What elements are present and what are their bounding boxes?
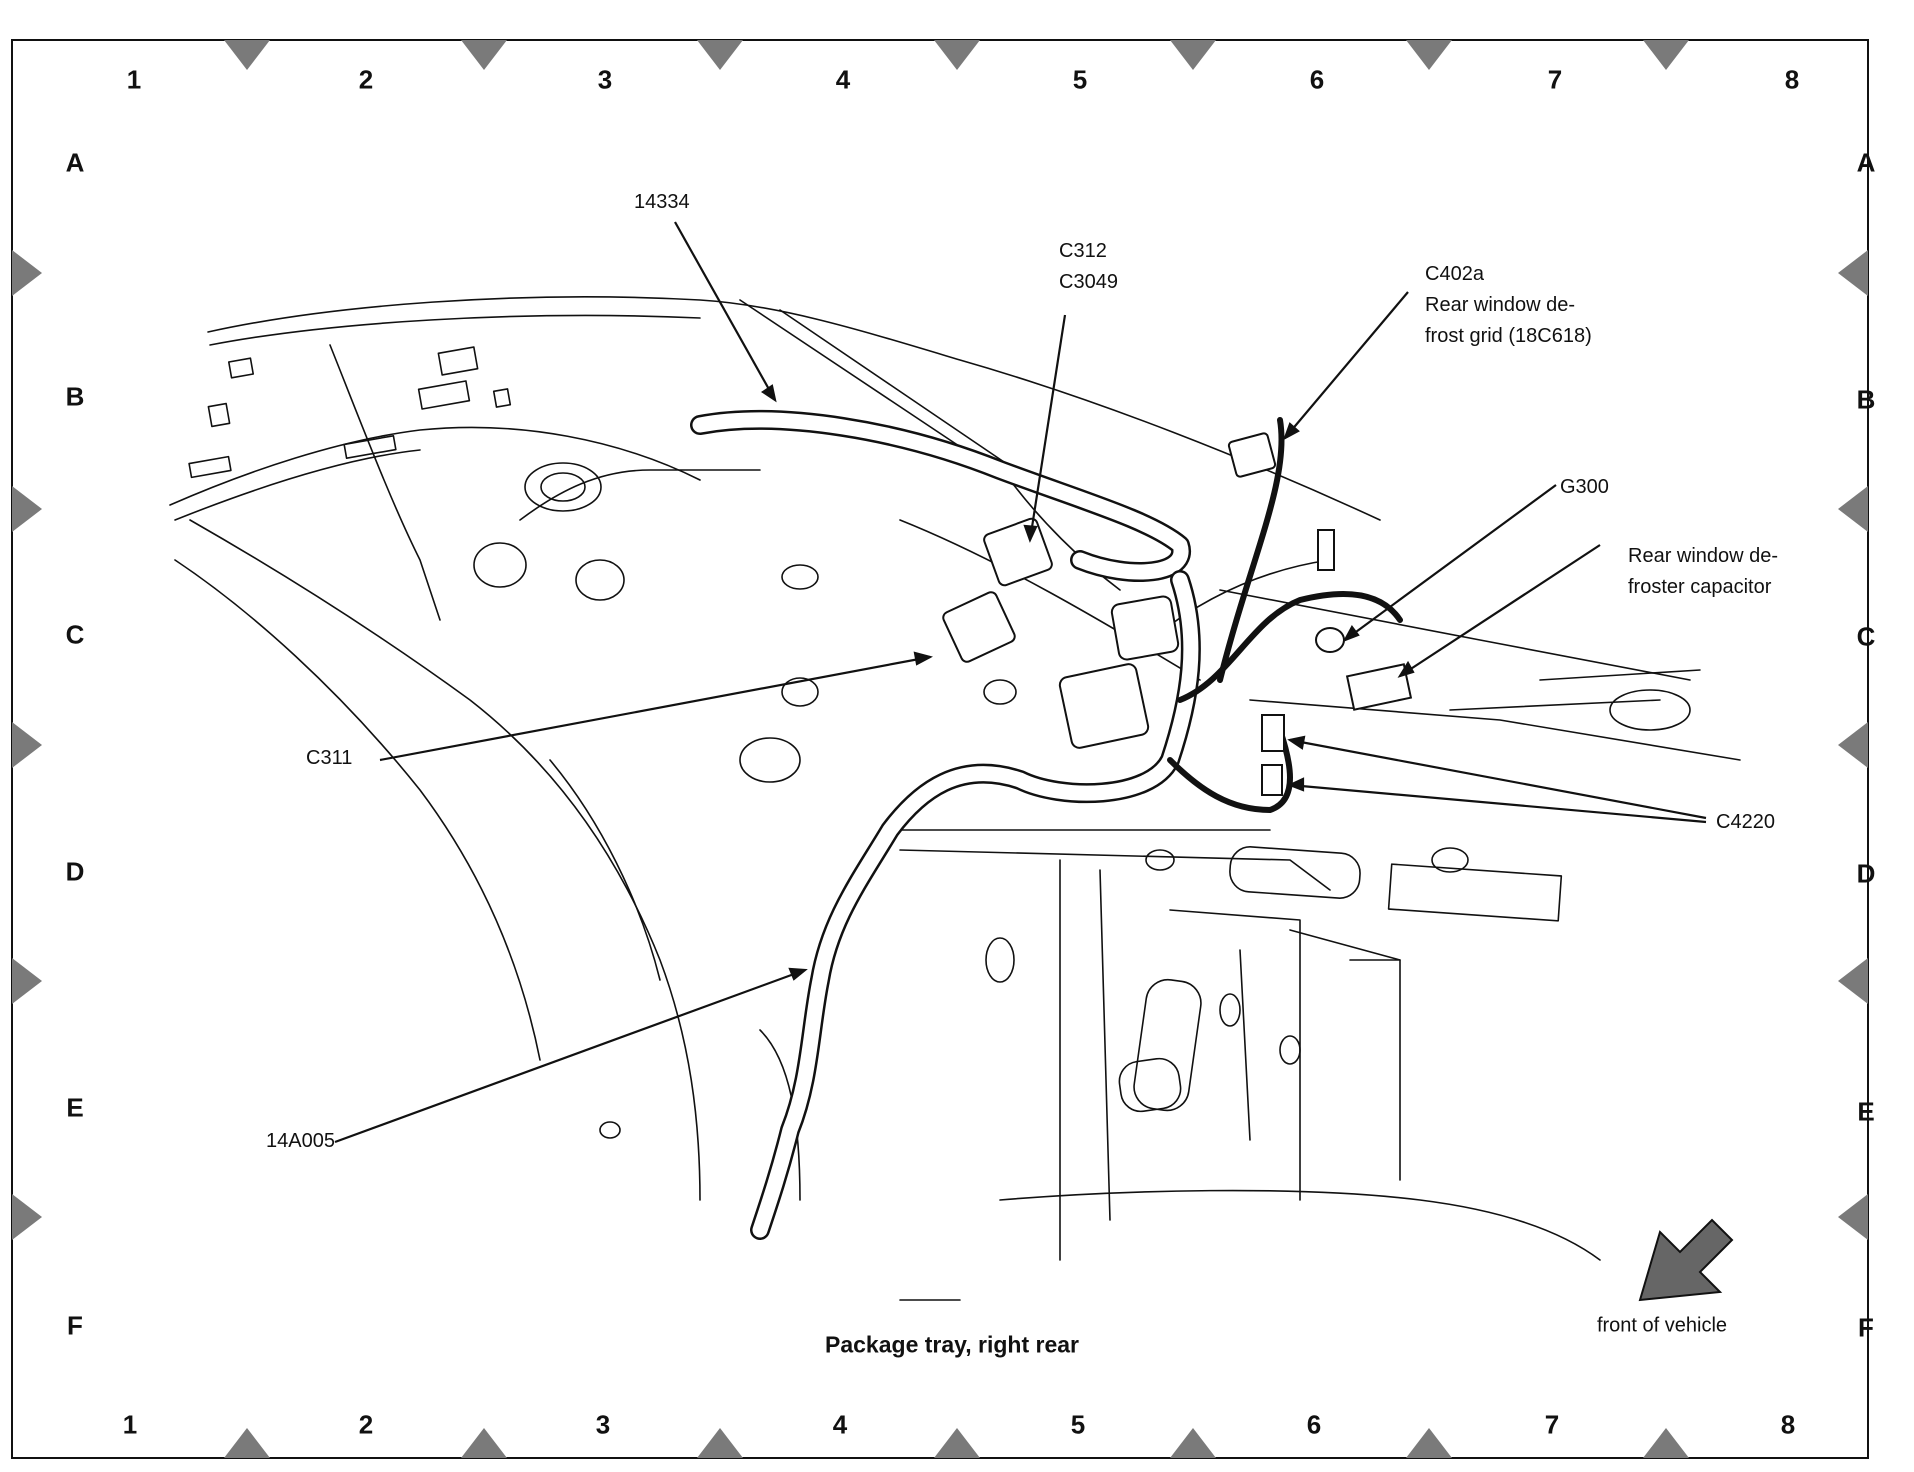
callout-capacitor-2: froster capacitor <box>1628 576 1772 598</box>
column-label: 1 <box>122 1409 138 1440</box>
connector-c3049-body <box>1110 595 1180 661</box>
front-of-vehicle-arrow-icon <box>1638 1218 1734 1302</box>
row-label: E <box>66 1092 84 1123</box>
column-label: 5 <box>1072 64 1088 95</box>
row-label: A <box>65 147 85 178</box>
right-marker <box>1838 1194 1868 1240</box>
connector-c402a-body <box>1227 432 1277 478</box>
connector-c312-body <box>983 517 1053 587</box>
left-marker <box>12 250 42 296</box>
column-label: 8 <box>1780 1409 1796 1440</box>
leader-c312 <box>1028 314 1067 541</box>
column-label: 6 <box>1309 64 1325 95</box>
ground-terminal <box>1315 627 1345 653</box>
top-marker <box>697 40 743 70</box>
column-label: 1 <box>126 64 142 95</box>
leader-c4220-upper <box>1289 738 1707 820</box>
leader-14334 <box>674 221 776 401</box>
left-marker <box>12 486 42 532</box>
bottom-marker <box>1643 1428 1689 1458</box>
bottom-marker <box>224 1428 270 1458</box>
right-marker <box>1838 486 1868 532</box>
bottom-marker <box>934 1428 980 1458</box>
callout-capacitor-1: Rear window de- <box>1628 545 1779 567</box>
callout-c311: C311 <box>306 747 353 769</box>
column-label: 4 <box>835 64 851 95</box>
connector-c4220-upper <box>1261 714 1285 752</box>
callout-capacitor: Rear window de- froster capacitor <box>1628 541 1778 603</box>
bottom-marker <box>697 1428 743 1458</box>
top-marker <box>934 40 980 70</box>
components <box>942 432 1413 796</box>
diagram-frame <box>11 39 1869 1459</box>
leader-g300 <box>1344 484 1557 641</box>
capacitor-body <box>1345 663 1413 711</box>
callout-c4220: C4220 <box>1716 811 1775 833</box>
column-label: 6 <box>1306 1409 1322 1440</box>
column-label: 5 <box>1070 1409 1086 1440</box>
vehicle-body <box>169 296 1741 1301</box>
top-marker <box>1170 40 1216 70</box>
callout-14334: 14334 <box>634 191 690 213</box>
column-label: 7 <box>1547 64 1563 95</box>
callout-14a005: 14A005 <box>266 1130 335 1152</box>
callout-c402a-id: C402a <box>1425 263 1484 285</box>
column-label: 7 <box>1544 1409 1560 1440</box>
top-marker <box>1406 40 1452 70</box>
leader-c311 <box>379 655 931 762</box>
row-label: B <box>1856 384 1876 415</box>
bottom-marker <box>461 1428 507 1458</box>
top-marker <box>224 40 270 70</box>
callout-c402a: C402a Rear window de- frost grid (18C618… <box>1425 259 1592 352</box>
row-label: B <box>65 381 85 412</box>
row-label: A <box>1856 147 1876 178</box>
callout-c312-c3049: C312 C3049 <box>1059 236 1118 298</box>
column-label: 2 <box>358 1409 374 1440</box>
column-label: 2 <box>358 64 374 95</box>
connector-c311-body <box>942 591 1016 663</box>
row-label: D <box>1856 858 1876 889</box>
callout-c312: C312 <box>1059 240 1107 262</box>
column-label: 4 <box>832 1409 848 1440</box>
top-marker <box>1643 40 1689 70</box>
leader-c4220-lower <box>1289 783 1707 824</box>
bottom-marker <box>1406 1428 1452 1458</box>
connector-c4220-lower <box>1261 764 1283 796</box>
left-marker <box>12 958 42 1004</box>
row-label: C <box>1856 621 1876 652</box>
bottom-marker <box>1170 1428 1216 1458</box>
wiring-harness <box>690 410 1403 1240</box>
ground-g300-bolt <box>1317 529 1335 571</box>
callout-c3049: C3049 <box>1059 271 1118 293</box>
leader-14a005 <box>334 968 806 1144</box>
callout-c402a-desc-1: Rear window de- <box>1425 294 1576 316</box>
column-label: 3 <box>595 1409 611 1440</box>
row-label: C <box>65 619 85 650</box>
right-marker <box>1838 722 1868 768</box>
right-marker <box>1838 958 1868 1004</box>
leader-lines <box>334 221 1707 1144</box>
connector-lower-body <box>1058 663 1150 749</box>
leader-c402a <box>1284 291 1409 439</box>
top-marker <box>461 40 507 70</box>
left-marker <box>12 722 42 768</box>
row-label: E <box>1857 1096 1875 1127</box>
leader-capacitor <box>1399 544 1601 677</box>
left-marker <box>12 1194 42 1240</box>
grid-markers <box>12 40 1868 1458</box>
row-label: D <box>65 856 85 887</box>
callout-g300: G300 <box>1560 476 1609 498</box>
column-label: 3 <box>597 64 613 95</box>
callout-c402a-desc-2: frost grid (18C618) <box>1425 325 1592 347</box>
right-marker <box>1838 250 1868 296</box>
column-label: 8 <box>1784 64 1800 95</box>
diagram-caption: Package tray, right rear <box>825 1331 1079 1358</box>
front-of-vehicle-label: front of vehicle <box>1596 1314 1728 1337</box>
row-label: F <box>1858 1312 1874 1343</box>
row-label: F <box>67 1310 83 1341</box>
